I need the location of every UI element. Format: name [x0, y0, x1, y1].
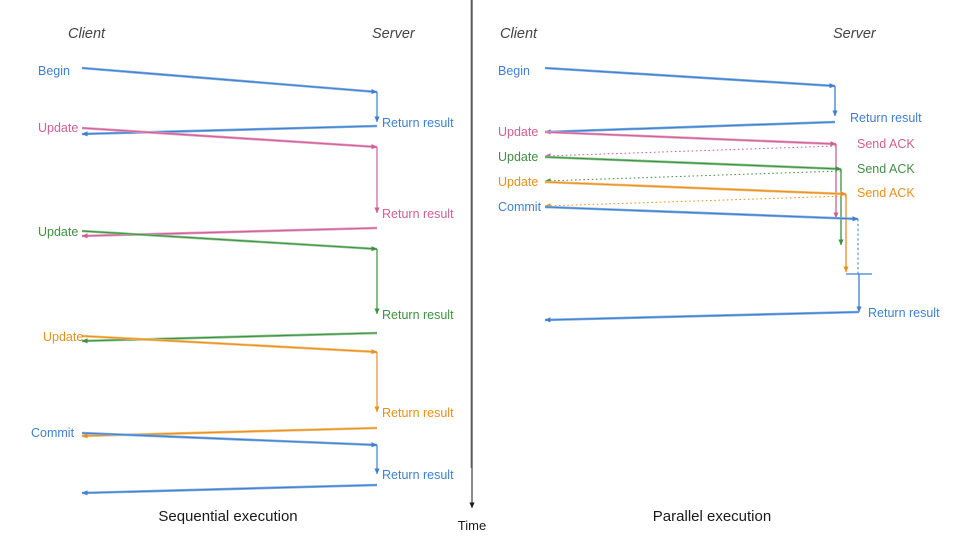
response-line-0 — [81, 125, 378, 137]
sequential-msg-label-2: Update — [38, 225, 78, 239]
time-axis-label: Time — [458, 518, 486, 533]
parallel-final-response-line — [544, 311, 860, 323]
parallel-request-line-4 — [544, 206, 859, 222]
parallel-msg-label-0: Begin — [498, 64, 530, 78]
sequential-msg-label-1: Update — [38, 121, 78, 135]
parallel-msg-label-3: Update — [498, 175, 538, 189]
sequential-msg-label-3: Update — [43, 330, 83, 344]
sequential-server-title: Server — [372, 26, 416, 42]
parallel-response-line-0 — [544, 121, 836, 135]
parallel-caption: Parallel execution — [653, 508, 771, 525]
request-line-1 — [81, 127, 378, 150]
message-lines-layer — [81, 0, 872, 509]
response-line-4 — [81, 484, 378, 496]
parallel-client-title: Client — [500, 26, 538, 42]
parallel-ack-line-1 — [544, 145, 837, 159]
parallel-msg-label-4: Commit — [498, 200, 542, 214]
sequential-return-label-1: Return result — [382, 207, 454, 221]
parallel-request-line-2 — [544, 156, 842, 172]
sequential-caption: Sequential execution — [158, 508, 297, 525]
parallel-msg-label-2: Update — [498, 150, 538, 164]
request-line-3 — [81, 335, 378, 355]
sequential-return-label-3: Return result — [382, 406, 454, 420]
request-line-0 — [81, 67, 378, 95]
parallel-ack-label-1: Send ACK — [857, 137, 915, 151]
sequential-return-label-4: Return result — [382, 468, 454, 482]
sequential-return-label-2: Return result — [382, 308, 454, 322]
parallel-msg-label-1: Update — [498, 125, 538, 139]
sequential-msg-label-0: Begin — [38, 64, 70, 78]
parallel-request-line-0 — [544, 67, 836, 89]
parallel-ack-label-2: Send ACK — [857, 162, 915, 176]
sequential-msg-label-4: Commit — [31, 426, 75, 440]
sequential-return-label-0: Return result — [382, 116, 454, 130]
parallel-request-line-3 — [544, 181, 847, 197]
parallel-ack-line-2 — [544, 170, 842, 184]
request-line-2 — [81, 230, 378, 252]
request-line-4 — [81, 432, 378, 448]
parallel-final-return-label: Return result — [868, 306, 940, 320]
response-line-2 — [81, 332, 378, 344]
parallel-ack-label-3: Send ACK — [857, 186, 915, 200]
parallel-return-label-0: Return result — [850, 111, 922, 125]
sequential-client-title: Client — [68, 26, 106, 42]
parallel-ack-line-3 — [544, 195, 847, 209]
parallel-server-title: Server — [833, 26, 877, 42]
parallel-request-line-1 — [544, 131, 837, 147]
